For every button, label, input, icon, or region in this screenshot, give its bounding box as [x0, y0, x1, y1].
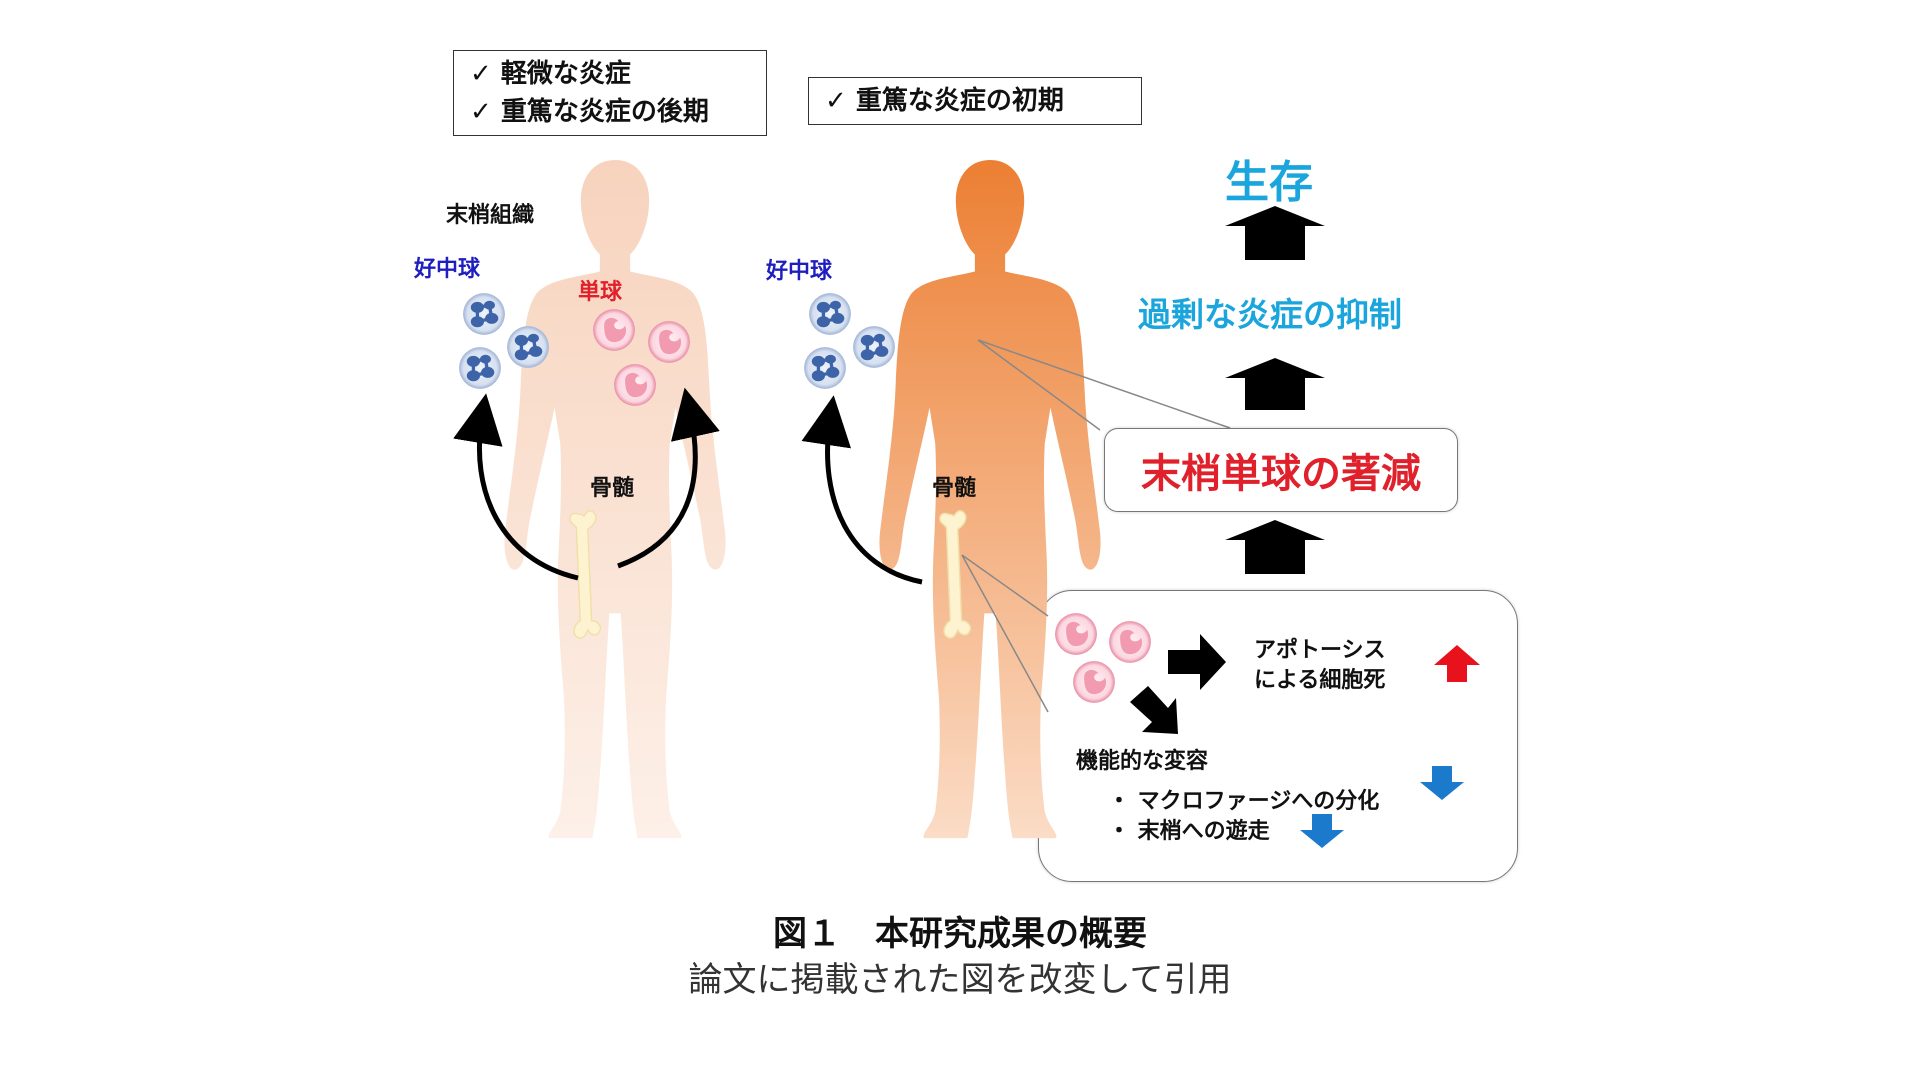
left-condition-item: ✓ 軽微な炎症 [470, 59, 631, 89]
suppression-label: 過剰な炎症の抑制 [1138, 295, 1402, 334]
flow-up-arrow-icon [1225, 206, 1325, 260]
caption-title: 図１ 本研究成果の概要 [773, 914, 1147, 954]
monocyte-cell-icon [648, 321, 690, 363]
neutrophil-cell-icon [458, 346, 502, 390]
monocyte-cell-icon [593, 309, 635, 351]
neutrophil-cell-icon [462, 292, 506, 336]
curved-arrow-icon [453, 393, 579, 581]
curved-arrow-icon [801, 395, 923, 585]
survival-label: 生存 [1225, 157, 1313, 208]
neutrophil-cell-icon [803, 346, 847, 390]
monocyte-reduction-label: 末梢単球の著減 [1141, 451, 1421, 497]
neutrophil-cell-icon [852, 325, 896, 369]
monocyte-cell-icon [1055, 613, 1097, 655]
down-arrow-icon [1300, 814, 1344, 848]
up-arrow-icon [1434, 645, 1480, 682]
left-bone-marrow-label: 骨髄 [590, 476, 635, 501]
callout-line [961, 554, 1049, 617]
left-condition-item: ✓ 重篤な炎症の後期 [470, 97, 709, 127]
functional-change-label: 機能的な変容 [1076, 749, 1209, 774]
right-bone-marrow-label: 骨髄 [932, 476, 977, 501]
apoptosis-label: アポトーシス による細胞死 [1254, 636, 1386, 696]
left-condition-box: ✓ 軽微な炎症 ✓ 重篤な炎症の後期 [453, 50, 767, 136]
down-arrow-icon [1420, 766, 1464, 800]
monocyte-reduction-box: 末梢単球の著減 [1104, 428, 1458, 512]
monocyte-cell-icon [1073, 661, 1115, 703]
callout-line [977, 339, 1101, 431]
right-condition-box: ✓ 重篤な炎症の初期 [808, 77, 1142, 125]
apoptosis-line1: アポトーシス [1254, 638, 1386, 663]
apoptosis-line2: による細胞死 [1254, 668, 1386, 693]
flow-up-arrow-icon [1225, 358, 1325, 410]
right-neutrophil-label: 好中球 [766, 259, 833, 284]
bullet-migration: ・ 末梢への遊走 [1108, 819, 1270, 844]
right-arrow-icon [1168, 634, 1226, 690]
caption-subtitle: 論文に掲載された図を改変して引用 [688, 960, 1232, 1000]
peripheral-tissue-label: 末梢組織 [446, 203, 535, 228]
curved-arrow-icon [617, 387, 720, 569]
left-neutrophil-label: 好中球 [414, 257, 481, 282]
monocyte-cell-icon [614, 364, 656, 406]
down-right-arrow-icon [1130, 686, 1178, 734]
flow-up-arrow-icon [1225, 520, 1325, 574]
right-condition-item: ✓ 重篤な炎症の初期 [825, 86, 1064, 116]
neutrophil-cell-icon [506, 325, 550, 369]
monocyte-label: 単球 [578, 280, 623, 305]
bullet-differentiation: ・ マクロファージへの分化 [1108, 789, 1380, 814]
callout-line [977, 339, 1231, 429]
right-body-silhouette [879, 160, 1101, 839]
monocyte-cell-icon [1109, 621, 1151, 663]
neutrophil-cell-icon [808, 292, 852, 336]
callout-line [961, 554, 1049, 713]
